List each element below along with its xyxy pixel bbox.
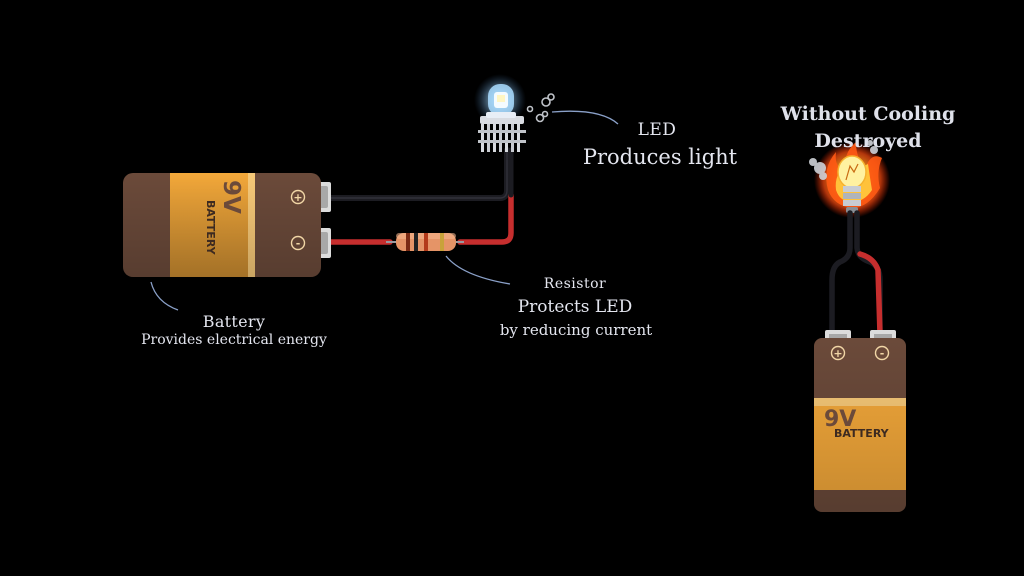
heatsink — [478, 116, 526, 152]
battery-right: + - 9V BATTERY — [814, 330, 906, 512]
battery-label: Battery — [202, 312, 266, 331]
wire-black-left — [319, 147, 510, 201]
battery-left-brand: BATTERY — [204, 200, 217, 256]
led-component — [474, 74, 619, 152]
resistor — [386, 233, 464, 251]
battery-right-brand: BATTERY — [834, 427, 890, 440]
battery-left: + - 9V BATTERY — [123, 173, 331, 277]
wire-black-right — [829, 210, 853, 339]
wire-red-right — [854, 210, 883, 337]
battery-pointer-line — [150, 281, 179, 311]
battery-left-minus: - — [296, 237, 301, 250]
led-label: LED — [637, 120, 677, 140]
battery-right-voltage: 9V — [824, 407, 856, 432]
resistor-label: Resistor — [543, 276, 607, 292]
wire-red-left — [327, 147, 514, 245]
warning-subtitle: Destroyed — [814, 130, 922, 152]
battery-description: Provides electrical energy — [141, 332, 327, 348]
burnt-bulb — [809, 140, 890, 218]
battery-right-minus: - — [880, 347, 885, 360]
resistor-detail: by reducing current — [499, 321, 653, 339]
smoke-puffs — [526, 93, 555, 123]
battery-right-plus: + — [833, 347, 842, 360]
warning-title: Without Cooling — [780, 103, 956, 125]
battery-left-plus: + — [293, 191, 302, 204]
battery-left-voltage: 9V — [218, 180, 244, 214]
resistor-description: Protects LED — [517, 297, 633, 317]
led-description: Produces light — [582, 145, 738, 169]
resistor-pointer-line — [445, 255, 511, 285]
